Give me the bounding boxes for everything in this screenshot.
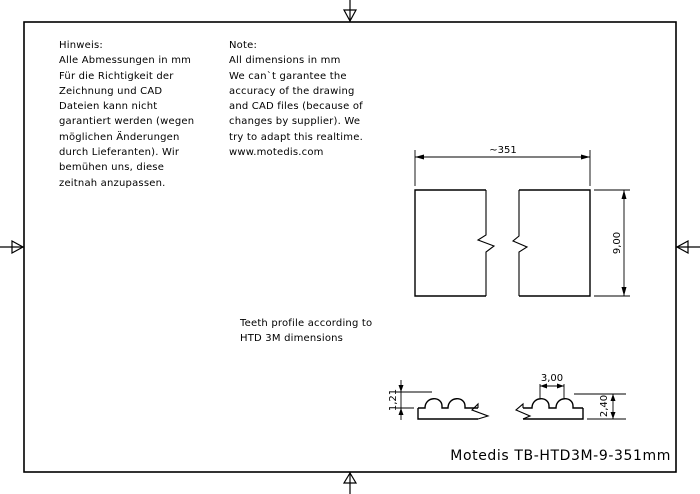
teeth-note-line: HTD 3M dimensions [240,333,344,345]
hint-line: Für die Richtigkeit der [59,70,174,82]
pitch-dimension [539,383,565,398]
note-line: We can`t garantee the [229,70,347,82]
note-line: accuracy of the drawing [229,85,355,97]
hint-line: Alle Abmessungen in mm [59,55,192,67]
centering-mark-bottom [342,471,358,494]
length-dimension-label: ~351 [489,145,516,156]
total-height-label: 2,40 [599,395,610,417]
note-website: www.motedis.com [229,147,324,159]
belt-top-view [414,189,591,297]
tooth-profile-left [417,398,490,420]
total-height-dimension [574,393,626,420]
note-line: try to adapt this realtime. [229,131,363,143]
hint-heading: Hinweis: [59,40,103,51]
note-line: changes by supplier). We [229,116,361,128]
pitch-dimension-label: 3,00 [541,373,563,384]
note-en: Note: All dimensions in mm We can`t gara… [229,38,363,160]
drawing-title: Motedis TB-HTD3M-9-351mm [450,448,671,464]
hint-line: garantiert werden (wegen [59,116,195,128]
teeth-note-line: Teeth profile according to [240,318,373,329]
teeth-profile-note: Teeth profile according to HTD 3M dimens… [240,316,372,347]
length-dimension [414,150,591,186]
width-dimension-label: 9,00 [612,232,623,254]
hint-note-de: Hinweis: Alle Abmessungen in mm Für die … [59,38,194,191]
centering-mark-top [342,0,358,23]
note-line: and CAD files (because of [229,101,363,113]
hint-line: Dateien kann nicht [59,101,158,113]
tooth-profile-right [514,398,584,420]
note-line: All dimensions in mm [229,55,341,67]
tooth-height-label: 1,21 [388,389,399,411]
note-heading: Note: [229,40,258,51]
width-dimension [594,189,630,297]
hint-line: bemühen uns, diese [59,162,165,174]
centering-mark-left [0,239,25,255]
hint-line: Zeichnung und CAD [59,85,163,97]
hint-line: durch Lieferanten). Wir [59,147,180,159]
tooth-height-dimension [396,380,432,420]
centering-mark-right [675,239,700,255]
hint-line: möglichen Änderungen [59,131,180,143]
hint-line: zeitnah anzupassen. [59,177,166,189]
